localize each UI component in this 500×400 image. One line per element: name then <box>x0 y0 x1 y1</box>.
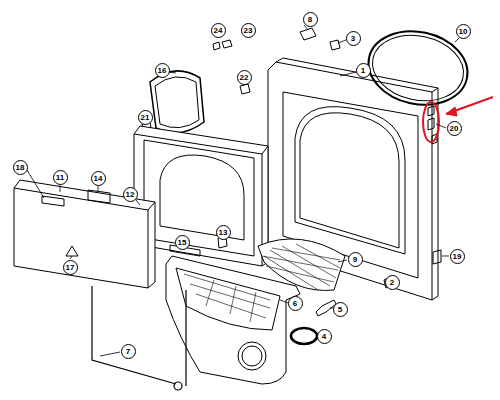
door-gasket <box>362 22 475 113</box>
callout-number: 10 <box>456 24 471 39</box>
wire-7 <box>92 286 186 390</box>
callout-number: 14 <box>91 171 106 186</box>
callout-number: 24 <box>211 23 226 38</box>
callout-number: 5 <box>333 302 348 317</box>
part-22 <box>240 84 250 94</box>
callout-number: 1 <box>356 63 371 78</box>
callout-number: 16 <box>155 63 170 78</box>
handle-18 <box>42 196 64 206</box>
window-frame <box>150 71 204 133</box>
callout-number: 17 <box>63 260 78 275</box>
hinge-19 <box>433 250 441 264</box>
callout-number: 19 <box>450 249 465 264</box>
door-gasket-inner <box>366 27 469 109</box>
latch-20 <box>428 106 434 130</box>
callout-number: 8 <box>303 12 318 27</box>
outer-panel <box>14 180 155 288</box>
callout-number: 9 <box>348 252 363 267</box>
callout-number: 2 <box>385 275 400 290</box>
callout-number: 12 <box>123 187 138 202</box>
highlight-ring <box>423 102 439 142</box>
callout-number: 7 <box>121 344 136 359</box>
callout-number: 4 <box>317 329 332 344</box>
callout-number: 6 <box>288 296 303 311</box>
callout-number: 22 <box>237 70 252 85</box>
window-frame-inner <box>155 77 199 128</box>
highlight-arrowhead <box>446 107 457 116</box>
hinge-3 <box>330 40 340 50</box>
leader-lines <box>27 25 459 356</box>
callout-number: 20 <box>447 121 462 136</box>
callout-number: 21 <box>138 110 153 125</box>
foot-17 <box>66 246 78 256</box>
ring-4 <box>291 328 317 344</box>
callout-number: 13 <box>216 225 231 240</box>
screws-23-24 <box>213 40 232 50</box>
callout-number: 3 <box>346 31 361 46</box>
callout-number: 18 <box>13 160 28 175</box>
label-14 <box>88 190 110 203</box>
callout-number: 15 <box>175 235 190 250</box>
callout-number: 23 <box>241 23 256 38</box>
callout-number: 11 <box>53 170 68 185</box>
